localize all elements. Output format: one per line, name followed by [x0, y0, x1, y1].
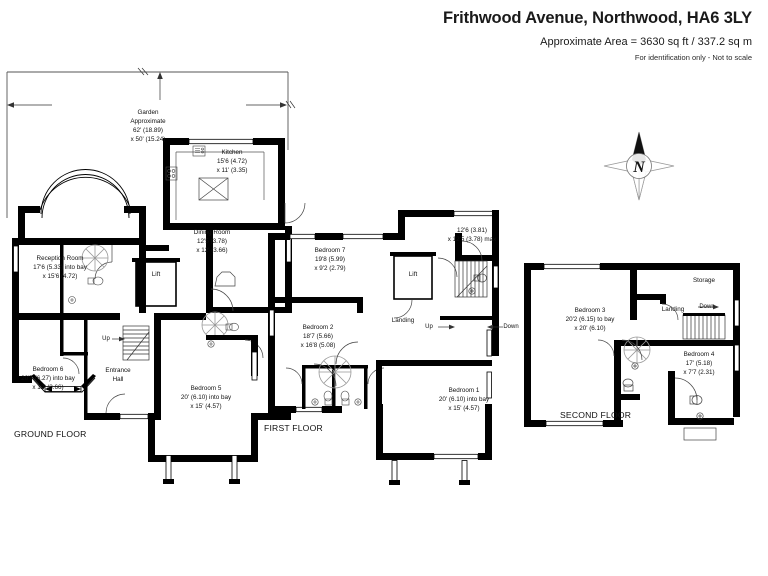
floor-name-first: FIRST FLOOR [264, 423, 323, 433]
garden-dimension-arrowheads [7, 72, 287, 108]
ground-floor-plan [12, 138, 306, 484]
stair-direction-up-ground: Up [102, 336, 110, 342]
second-floor-plan [524, 263, 740, 441]
floor-name-second: SECOND FLOOR [560, 410, 632, 420]
room-label-landing-first: Landing [391, 317, 415, 324]
approximate-area: Approximate Area = 3630 sq ft / 337.2 sq… [540, 36, 752, 48]
garden-tick-marks [137, 67, 296, 109]
room-label-bedroom-3: Bedroom 3 20'2 (6.15) to bay x 20' (6.10… [565, 307, 615, 333]
first-floor-plan [268, 210, 503, 485]
room-label-storage: Storage [692, 277, 716, 284]
page-title: Frithwood Avenue, Northwood, HA6 3LY [442, 9, 752, 27]
room-label-lift-ground: Lift [151, 271, 161, 278]
disclaimer-note: For identification only - Not to scale [634, 53, 752, 62]
room-label-landing-second: Landing [661, 306, 685, 313]
stair-direction-up-first: Up [425, 324, 433, 330]
room-label-dining-room: Dining Room 12'5 (3.78) x 12' (3.66) [193, 229, 231, 255]
garden-dimensions [10, 75, 284, 106]
room-label-lift-first: Lift [408, 271, 418, 278]
compass-north-letter: N [632, 159, 646, 176]
room-label-bedroom-4: Bedroom 4 17' (5.18) x 7'7 (2.31) [683, 351, 715, 377]
room-label-entrance-hall: Entrance Hall [105, 367, 131, 384]
room-label-bedroom-5: Bedroom 5 20' (6.10) into bay x 15' (4.5… [180, 385, 232, 411]
garden-outline [6, 71, 289, 218]
room-label-reception-room: Reception Room 17'6 (5.33) into bay x 15… [33, 255, 87, 281]
stair-direction-down-first: Down [503, 324, 519, 330]
room-label-bedroom-6: Bedroom 6 20'7 (6.27) into bay x 12' (3.… [21, 366, 75, 392]
footer: ◈ RICS Certified Property Measurer Floor… [0, 508, 768, 568]
room-label-first-top-right: 12'6 (3.81) x 12'5 (3.78) max [447, 227, 497, 244]
second-stairs [682, 304, 726, 340]
stair-direction-down-second: Down [699, 304, 715, 310]
compass-rose: N [603, 131, 675, 201]
floor-name-ground: GROUND FLOOR [14, 429, 87, 439]
room-label-kitchen: Kitchen 15'6 (4.72) x 11' (3.35) [216, 149, 248, 175]
first-stairs [438, 260, 503, 330]
room-label-bedroom-1: Bedroom 1 20' (6.10) into bay x 15' (4.5… [438, 387, 490, 413]
ground-stairs [112, 325, 150, 361]
room-label-bedroom-7: Bedroom 7 19'8 (5.99) x 9'2 (2.79) [314, 247, 346, 273]
room-label-bedroom-2: Bedroom 2 18'7 (5.66) x 16'8 (5.08) [300, 324, 336, 350]
room-label-garden: Garden Approximate 62' (18.89) x 50' (15… [130, 109, 166, 144]
